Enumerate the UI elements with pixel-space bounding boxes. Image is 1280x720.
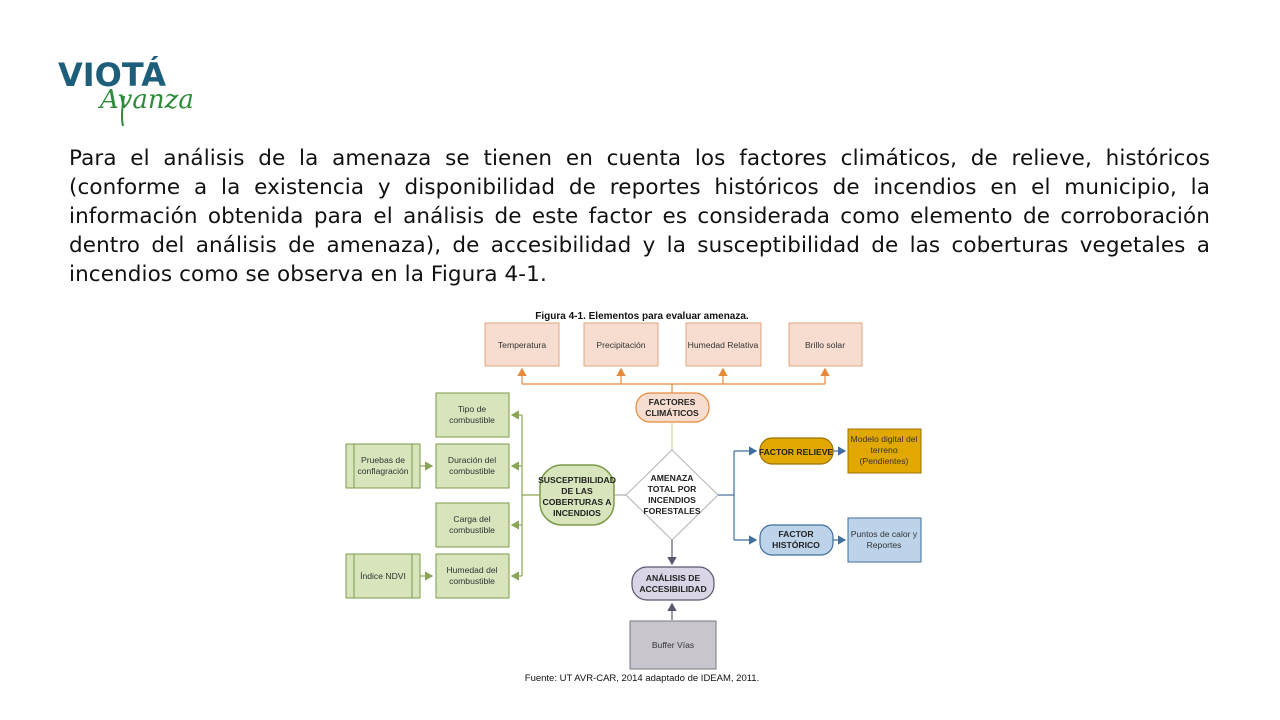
climate-var-box: Temperatura: [484, 322, 560, 367]
svg-text:AMENAZA: AMENAZA: [651, 473, 694, 483]
svg-text:ANÁLISIS DE: ANÁLISIS DE: [646, 573, 701, 583]
svg-text:combustible: combustible: [449, 576, 495, 586]
svg-text:Humedad del: Humedad del: [446, 565, 497, 575]
climate-var-label: Brillo solar: [805, 340, 845, 350]
factores-climaticos-node: FACTORES CLIMÁTICOS: [635, 392, 710, 423]
svg-text:Puntos de calor y: Puntos de calor y: [851, 529, 918, 539]
svg-text:FACTOR RELIEVE: FACTOR RELIEVE: [759, 447, 834, 457]
svg-text:Duración del: Duración del: [448, 455, 496, 465]
svg-text:FACTOR: FACTOR: [778, 529, 814, 539]
climate-var-label: Precipitación: [596, 340, 645, 350]
amenaza-node: AMENAZA TOTAL POR INCENDIOS FORESTALES: [625, 449, 719, 541]
svg-text:combustible: combustible: [449, 415, 495, 425]
svg-text:INCENDIOS: INCENDIOS: [553, 508, 601, 518]
right-connectors: [718, 446, 758, 545]
viota-logo: VIOTÁ Avanza: [58, 48, 218, 130]
svg-text:CLIMÁTICOS: CLIMÁTICOS: [645, 408, 699, 418]
climate-var-box: Precipitación: [583, 322, 659, 367]
svg-text:Pruebas de: Pruebas de: [361, 455, 405, 465]
accesibilidad-node: ANÁLISIS DE ACCESIBILIDAD: [631, 566, 715, 601]
factor-relieve-node: FACTOR RELIEVE: [759, 437, 834, 465]
svg-text:DE LAS: DE LAS: [561, 486, 593, 496]
logo-tagline: Avanza: [98, 85, 194, 115]
svg-text:combustible: combustible: [449, 525, 495, 535]
svg-text:FORESTALES: FORESTALES: [643, 506, 700, 516]
svg-text:conflagración: conflagración: [357, 466, 408, 476]
svg-text:Tipo de: Tipo de: [458, 404, 487, 414]
svg-text:Carga del: Carga del: [453, 514, 490, 524]
svg-text:ACCESIBILIDAD: ACCESIBILIDAD: [639, 584, 706, 594]
susceptibilidad-node: SUSCEPTIBILIDAD DE LAS COBERTURAS A INCE…: [538, 464, 616, 526]
svg-text:INCENDIOS: INCENDIOS: [648, 495, 696, 505]
fuel-connectors: [420, 410, 540, 581]
svg-text:COBERTURAS A: COBERTURAS A: [543, 497, 612, 507]
svg-text:terreno: terreno: [870, 445, 897, 455]
svg-text:HISTÓRICO: HISTÓRICO: [772, 539, 820, 550]
fuel-box: Tipo de combustible: [435, 392, 510, 438]
svg-text:FACTORES: FACTORES: [649, 397, 696, 407]
intro-paragraph: Para el análisis de la amenaza se tienen…: [69, 146, 1210, 287]
svg-text:SUSCEPTIBILIDAD: SUSCEPTIBILIDAD: [538, 475, 616, 485]
puntos-calor-box: Puntos de calor y Reportes: [847, 517, 922, 563]
climate-connectors: [517, 367, 830, 393]
fuel-box: Duración del combustible: [435, 443, 510, 489]
logo-word: VIOTÁ: [58, 56, 166, 94]
climate-var-label: Humedad Relativa: [688, 340, 759, 350]
svg-text:Buffer Vías: Buffer Vías: [652, 640, 694, 650]
figure-source: Fuente: UT AVR-CAR, 2014 adaptado de IDE…: [525, 673, 759, 684]
logo-swash-icon: [120, 95, 125, 127]
climate-var-label: Temperatura: [498, 340, 546, 350]
modelo-digital-box: Modelo digital del terreno (Pendientes): [847, 428, 922, 474]
svg-text:Modelo digital del: Modelo digital del: [851, 434, 918, 444]
pruebas-box: Pruebas de conflagración: [345, 443, 421, 489]
svg-text:Índice NDVI: Índice NDVI: [360, 571, 406, 581]
factor-historico-node: FACTOR HISTÓRICO: [759, 524, 834, 556]
svg-text:combustible: combustible: [449, 466, 495, 476]
buffer-box: Buffer Vías: [629, 620, 717, 670]
fuel-box: Carga del combustible: [435, 502, 510, 548]
fuel-box: Humedad del combustible: [435, 553, 510, 599]
climate-var-box: Humedad Relativa: [685, 322, 762, 367]
figure-title: Figura 4-1. Elementos para evaluar amena…: [535, 311, 749, 322]
svg-text:TOTAL POR: TOTAL POR: [648, 484, 697, 494]
ndvi-box: Índice NDVI: [345, 553, 421, 599]
svg-text:Reportes: Reportes: [867, 540, 902, 550]
svg-text:(Pendientes): (Pendientes): [860, 456, 909, 466]
climate-var-box: Brillo solar: [788, 322, 863, 367]
